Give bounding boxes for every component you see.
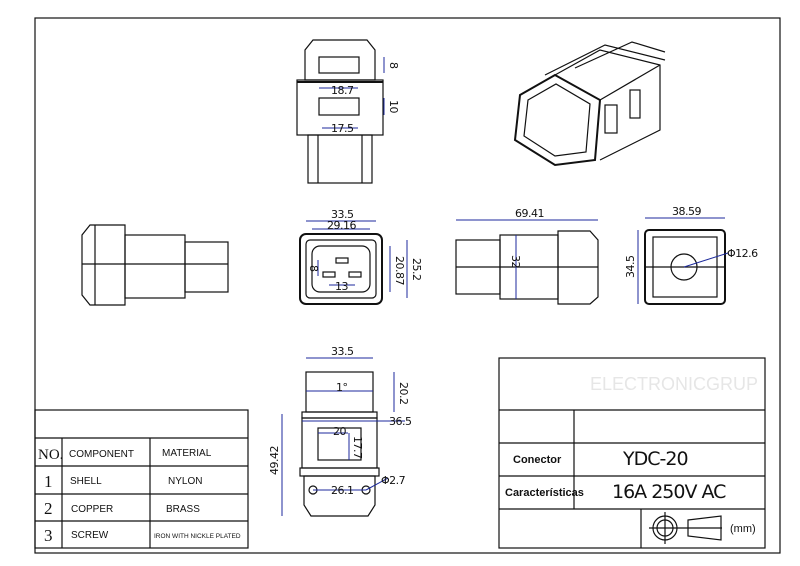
dim-flange-width: 36.5 (389, 415, 412, 428)
dim-inner-height: 20.87 (393, 256, 406, 285)
drawing-frame (34, 17, 781, 554)
projection-symbol-icon (649, 512, 722, 544)
dim-inner-width: 29.16 (327, 219, 356, 232)
connector-value: YDC-20 (622, 448, 688, 470)
dim-end-height: 34.5 (624, 255, 637, 278)
left-side-view (81, 224, 229, 306)
dim-pin-spacing: 13 (335, 280, 348, 293)
dim-outer-width: 33.5 (331, 208, 354, 221)
top-view: 18.7 17.5 8 10 (296, 39, 400, 184)
dim-window-width: 20 (333, 425, 346, 438)
dim-window-height: 17.7 (351, 436, 364, 459)
row-2-component: COPPER (71, 504, 113, 515)
units-label: (mm) (730, 523, 756, 535)
row-2-material: BRASS (166, 504, 200, 515)
row-3-no: 3 (44, 526, 53, 545)
row-3-component: SCREW (71, 530, 109, 541)
dim-top-height: 20.2 (397, 382, 410, 405)
dim-bottom-width: 33.5 (331, 345, 354, 358)
characteristics-label: Características (505, 487, 584, 499)
dim-window-width-lower: 17.5 (331, 122, 354, 135)
row-1-material: NYLON (168, 476, 202, 487)
row-1-no: 1 (44, 472, 53, 491)
header-component: COMPONENT (69, 449, 134, 460)
dim-pin-offset: 8 (307, 265, 320, 272)
dim-total-height: 49.42 (268, 446, 281, 475)
dim-outer-height: 25.2 (410, 258, 423, 281)
logo-watermark: ELECTRONICGRUP (590, 374, 758, 394)
dim-window-height-upper: 8 (387, 62, 400, 69)
connector-label: Conector (513, 454, 562, 466)
dim-window-height-lower: 10 (387, 100, 400, 113)
dim-angle: 1° (336, 381, 348, 394)
isometric-view (513, 41, 666, 167)
title-block: ELECTRONICGRUP Conector YDC-20 Caracterí… (498, 357, 766, 549)
dim-length: 69.41 (515, 207, 544, 220)
parts-table: NO. COMPONENT MATERIAL 1 SHELL NYLON 2 C… (34, 409, 249, 549)
dim-screw-hole-diameter: Φ2.7 (381, 474, 406, 487)
dim-window-width-upper: 18.7 (331, 84, 354, 97)
bottom-view: 33.5 1° 20.2 36.5 20 17.7 49.42 26.1 Φ2.… (268, 345, 412, 517)
dim-hole-spacing: 26.1 (331, 484, 354, 497)
header-no: NO. (38, 447, 63, 463)
header-material: MATERIAL (162, 448, 212, 459)
characteristics-value: 16A 250V AC (612, 481, 726, 503)
end-view: 38.59 34.5 Φ12.6 (624, 205, 759, 305)
dim-hole-diameter: Φ12.6 (727, 247, 758, 260)
row-2-no: 2 (44, 499, 53, 518)
row-3-material: IRON WITH NICKLE PLATED (154, 533, 241, 540)
dim-end-width: 38.59 (672, 205, 701, 218)
right-side-view: 69.41 32 (455, 207, 599, 305)
dim-side-height: 32 (509, 255, 522, 268)
row-1-component: SHELL (70, 476, 102, 487)
front-view: 33.5 29.16 20.87 25.2 8 13 (299, 208, 423, 305)
